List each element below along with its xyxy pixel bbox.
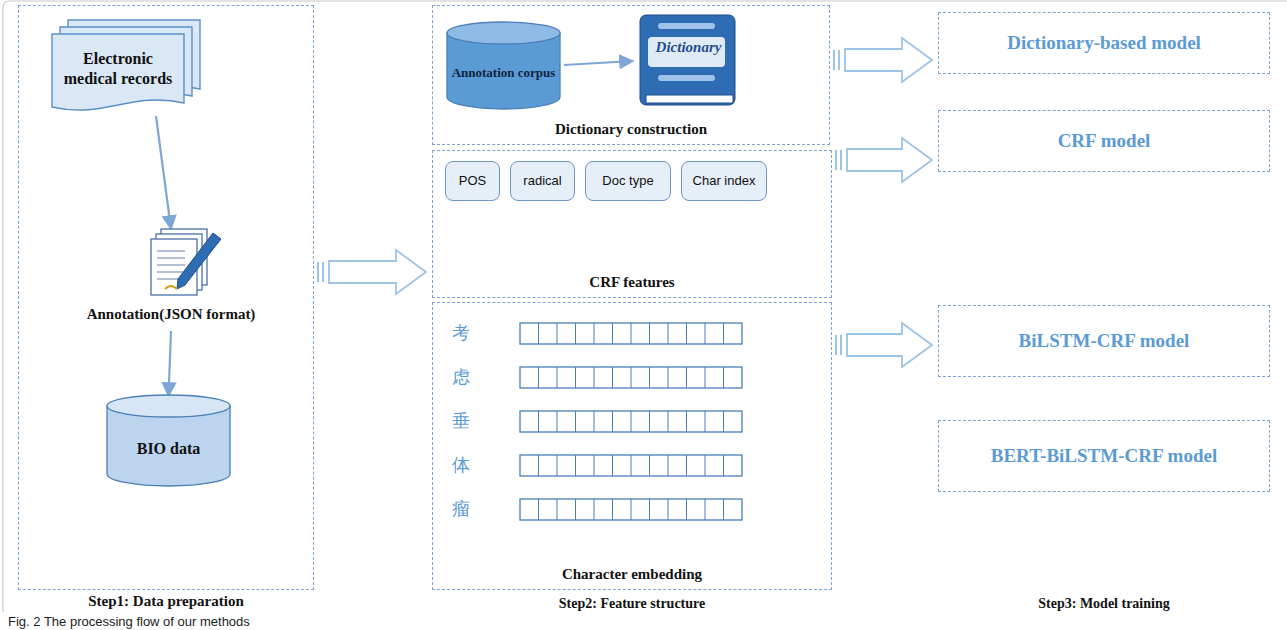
model-box: BiLSTM-CRF model: [938, 305, 1270, 377]
flow-arrow: [834, 38, 932, 82]
node-label: BiLSTM-CRF model: [1019, 330, 1190, 353]
character: 虑: [452, 366, 470, 388]
node-label: BERT-BiLSTM-CRF model: [991, 445, 1217, 468]
node-label: POS: [459, 173, 486, 189]
panel-heading: Dictionary construction: [433, 120, 829, 138]
feature-panel: Character embedding: [432, 302, 832, 590]
flow-arrow: [836, 323, 932, 367]
model-box: CRF model: [938, 110, 1270, 172]
figure-caption: Fig. 2 The processing flow of our method…: [8, 614, 250, 630]
node-label: Char index: [693, 173, 756, 189]
node-label: radical: [523, 173, 561, 189]
annotation-icon: Annotation(JSON format): [71, 227, 271, 329]
character: 瘤: [452, 498, 470, 520]
flow-arrow: [564, 61, 633, 65]
panel-heading: Character embedding: [433, 565, 831, 583]
node-label: Electronic medical records: [57, 49, 179, 87]
feature-box: Char index: [681, 161, 767, 201]
character: 垂: [452, 410, 470, 432]
node-label: Dictionary-based model: [1007, 32, 1201, 55]
character: 体: [452, 454, 470, 476]
step-panel: Step1: Data preparationElectronic medica…: [18, 5, 314, 590]
database-cylinder: BIO data: [106, 394, 231, 486]
feature-panel: Dictionary construction Annotation corpus…: [432, 5, 830, 145]
cylinder-outline: [106, 394, 231, 486]
book-outline: [636, 13, 741, 109]
character: 考: [452, 322, 470, 344]
corpus-cylinder: Annotation corpus: [446, 21, 561, 109]
feature-box: radical: [510, 161, 575, 201]
feature-panel: CRF features POS radical Doc type Char index: [432, 150, 832, 298]
node-label: Doc type: [602, 173, 653, 189]
step-label: Step3: Model training: [938, 596, 1270, 613]
node-label: Annotation(JSON format): [71, 305, 271, 323]
panel-heading: Step1: Data preparation: [19, 592, 313, 610]
dictionary-book: Dictionary: [636, 13, 741, 109]
embedding-bars: [520, 323, 742, 520]
document-stack: Electronic medical records: [51, 19, 201, 114]
model-box: Dictionary-based model: [938, 12, 1270, 74]
flow-arrow: [836, 138, 932, 182]
flow-arrow: [156, 116, 171, 229]
cylinder-outline: [446, 21, 561, 109]
node-label: Dictionary: [656, 38, 722, 56]
flow-arrow: [169, 331, 172, 396]
step-label: Step2: Feature structure: [432, 596, 832, 613]
model-box: BERT-BiLSTM-CRF model: [938, 420, 1270, 492]
node-label: BIO data: [137, 439, 201, 458]
node-label: Annotation corpus: [452, 65, 556, 81]
node-label: CRF model: [1058, 130, 1151, 153]
feature-box: POS: [445, 161, 500, 201]
panel-heading: CRF features: [433, 273, 831, 291]
flow-arrow: [318, 250, 426, 294]
feature-box: Doc type: [585, 161, 671, 201]
